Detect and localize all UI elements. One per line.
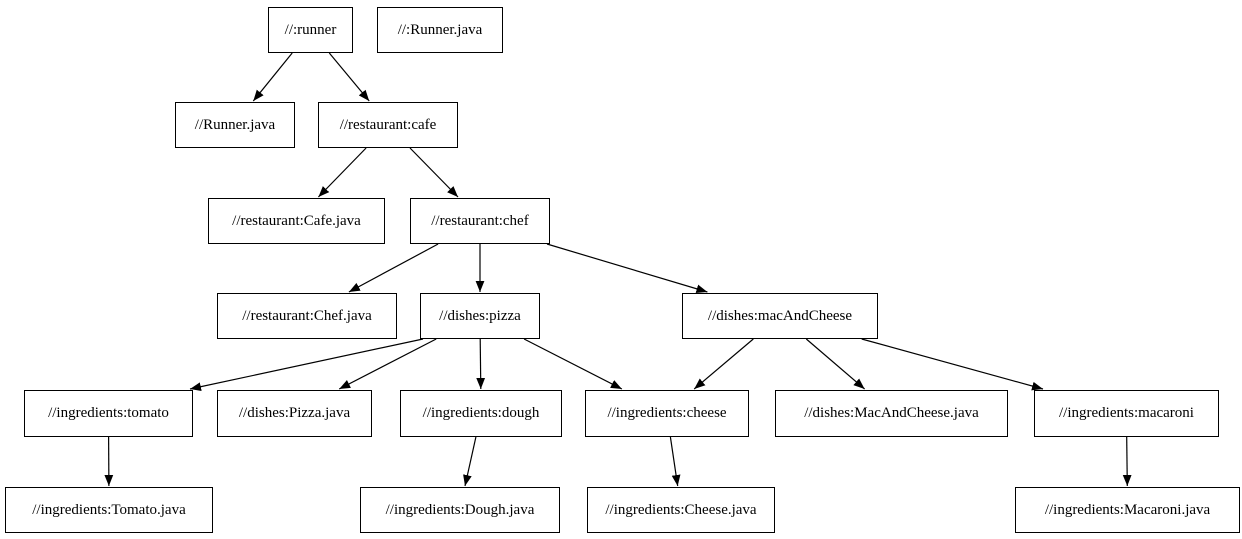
graph-node-macandcheese-java: //dishes:MacAndCheese.java — [775, 390, 1008, 437]
graph-node-macandcheese: //dishes:macAndCheese — [682, 293, 878, 339]
graph-edge-cheese-to-cheese-java — [669, 436, 681, 487]
graph-node-cafe-java: //restaurant:Cafe.java — [208, 198, 385, 244]
graph-node-dough: //ingredients:dough — [400, 390, 562, 437]
graph-node-runner: //:runner — [268, 7, 353, 53]
graph-node-cheese: //ingredients:cheese — [585, 390, 749, 437]
graph-edge-chef-to-chef-java — [348, 243, 439, 293]
graph-node-cheese-java: //ingredients:Cheese.java — [587, 487, 775, 533]
graph-edge-pizza-to-dough — [476, 338, 486, 390]
graph-node-pizza: //dishes:pizza — [420, 293, 540, 339]
graph-edge-macaroni-to-macaroni-java — [1122, 436, 1132, 487]
graph-edge-pizza-to-pizza-java — [338, 338, 437, 390]
graph-edge-cafe-to-chef — [409, 147, 459, 198]
graph-edge-cafe-to-cafe-java — [317, 147, 367, 198]
graph-edge-macandcheese-to-macandcheese-java — [805, 338, 865, 390]
graph-edge-macandcheese-to-macaroni — [861, 338, 1044, 391]
graph-edge-macandcheese-to-cheese — [693, 338, 754, 390]
graph-node-chef: //restaurant:chef — [410, 198, 550, 244]
graph-node-tomato-java: //ingredients:Tomato.java — [5, 487, 213, 533]
graph-edge-chef-to-macandcheese — [546, 243, 708, 294]
graph-node-macaroni-java: //ingredients:Macaroni.java — [1015, 487, 1240, 533]
graph-node-runner-java: //Runner.java — [175, 102, 295, 148]
graph-edge-pizza-to-cheese — [523, 338, 623, 390]
graph-node-tomato: //ingredients:tomato — [24, 390, 193, 437]
graph-edge-runner-to-cafe — [328, 52, 370, 102]
graph-edge-runner-to-runner-java — [252, 52, 293, 102]
graph-node-macaroni: //ingredients:macaroni — [1034, 390, 1219, 437]
graph-node-pizza-java: //dishes:Pizza.java — [217, 390, 372, 437]
graph-node-cafe: //restaurant:cafe — [318, 102, 458, 148]
graph-node-dough-java: //ingredients:Dough.java — [360, 487, 560, 533]
graph-edge-pizza-to-tomato — [189, 338, 424, 391]
graph-node-chef-java: //restaurant:Chef.java — [217, 293, 397, 339]
graph-edge-dough-to-dough-java — [463, 436, 477, 487]
graph-node-runner-java-src: //:Runner.java — [377, 7, 503, 53]
